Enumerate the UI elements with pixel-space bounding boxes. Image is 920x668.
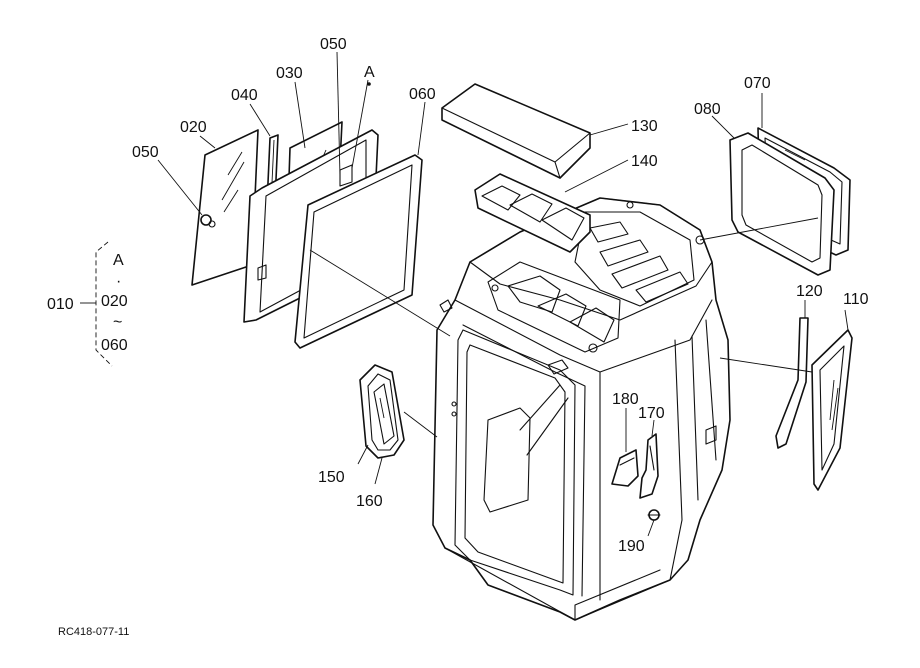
callout-070: 070 (744, 75, 771, 92)
bracket-tilde: ~ (113, 314, 122, 331)
callout-190: 190 (618, 538, 645, 555)
callout-130: 130 (631, 118, 658, 135)
callout-060: 060 (409, 86, 436, 103)
bracket-ref-a: A (113, 252, 124, 269)
callout-010: 010 (47, 296, 74, 313)
small-window-150-160 (359, 364, 405, 459)
group-bracket (80, 241, 113, 367)
side-glass-110 (811, 329, 853, 491)
callout-110: 110 (843, 291, 869, 308)
ref-a-dot (367, 82, 371, 86)
callout-ref-a: A (364, 64, 375, 81)
side-strip-120 (775, 317, 809, 449)
rear-seal-080 (729, 132, 835, 276)
callout-labels: 050 A 030 040 060 020 050 130 140 070 08… (47, 36, 869, 638)
callout-150: 150 (318, 469, 345, 486)
roof-frame-140 (474, 173, 591, 253)
callout-140: 140 (631, 153, 658, 170)
callout-030: 030 (276, 65, 303, 82)
drawing-id: RC418-077-11 (58, 626, 129, 638)
callout-040: 040 (231, 87, 258, 104)
bracket-from: 020 (101, 293, 128, 310)
cab-frame (432, 197, 731, 621)
callout-180: 180 (612, 391, 639, 408)
handle-parts (611, 433, 661, 521)
callout-050-left: 050 (132, 144, 159, 161)
callout-120: 120 (796, 283, 823, 300)
callout-080: 080 (694, 101, 721, 118)
bracket-to: 060 (101, 337, 128, 354)
callout-050-top: 050 (320, 36, 347, 53)
leader-lines (157, 51, 849, 537)
bracket-dot: · (116, 273, 121, 290)
roof-glass-130 (441, 83, 591, 179)
callout-020: 020 (180, 119, 207, 136)
callout-160: 160 (356, 493, 383, 510)
callout-170: 170 (638, 405, 665, 422)
fastener-050 (200, 214, 216, 228)
